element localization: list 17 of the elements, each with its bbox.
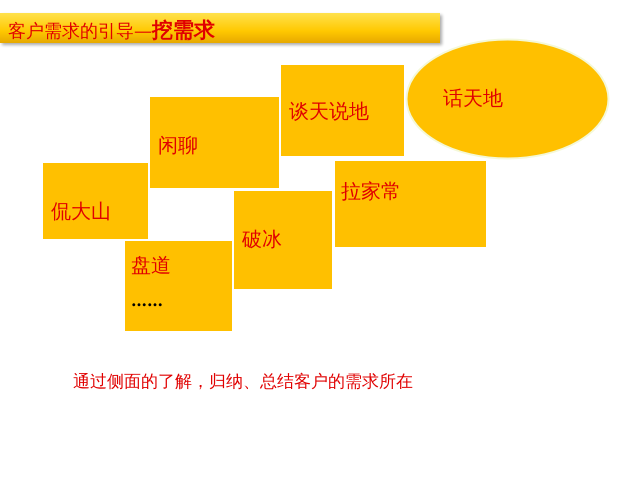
box-label: 话天地 — [443, 86, 503, 110]
text-box — [280, 64, 405, 157]
box-label: 拉家常 — [341, 179, 401, 203]
box-label: 破冰 — [242, 227, 282, 251]
text-box — [42, 162, 149, 240]
box-label: 侃大山 — [51, 199, 111, 223]
ellipsis-text: …… — [131, 291, 163, 310]
box-label: 谈天说地 — [289, 99, 369, 123]
title: 客户需求的引导—挖需求 — [8, 16, 215, 44]
ellipse-shape — [405, 38, 610, 160]
box-label: 闲聊 — [158, 133, 198, 157]
text-box — [233, 190, 333, 290]
note-text: 通过侧面的了解，归纳、总结客户的需求所在 — [73, 371, 413, 393]
text-box — [124, 240, 233, 332]
text-box — [334, 160, 487, 248]
box-label: 盘道 — [131, 253, 171, 277]
text-box — [149, 96, 280, 189]
